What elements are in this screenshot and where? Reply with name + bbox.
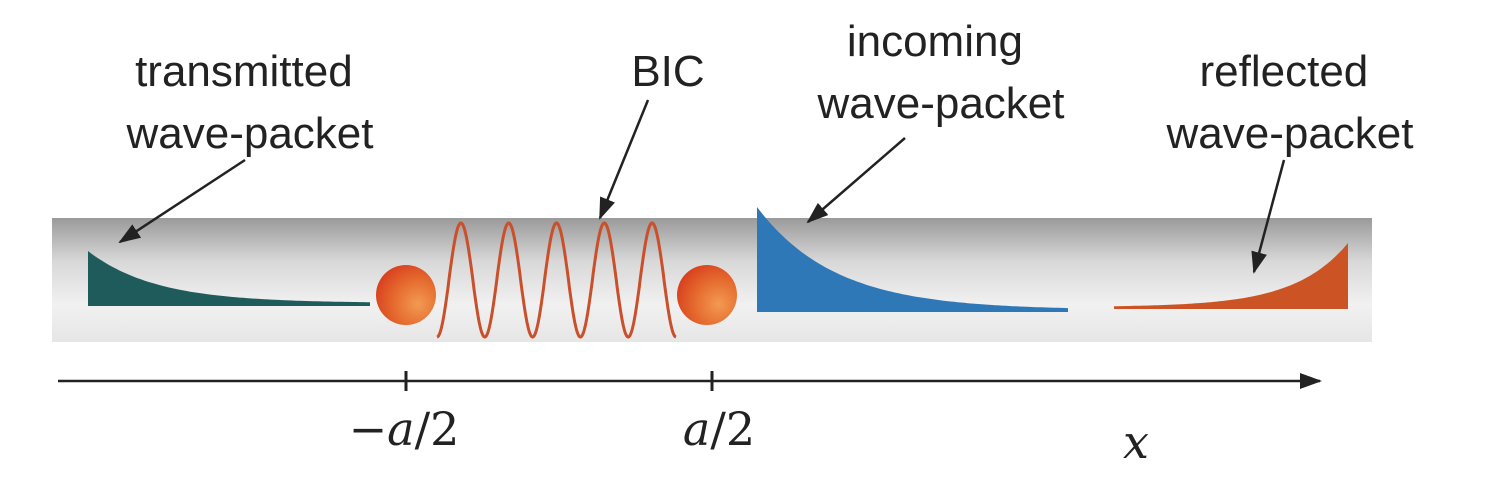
- bic-label: BIC: [631, 47, 704, 96]
- transmitted-pointer-arrow: [118, 158, 246, 244]
- reflected-pointer-arrow: [1251, 159, 1286, 274]
- incoming-pointer-arrow: [806, 137, 906, 224]
- reflected-label: reflected wave-packet: [1165, 47, 1413, 158]
- reflected-wave-packet: [1114, 243, 1348, 309]
- x-axis-label: x: [1123, 415, 1149, 469]
- left-scatterer: [376, 265, 436, 325]
- bic-wave: [436, 221, 677, 339]
- incoming-label: incoming wave-packet: [816, 17, 1064, 128]
- tick-label-minus-a-half: −a/2: [349, 402, 460, 456]
- transmitted-label: transmitted wave-packet: [125, 47, 373, 158]
- tick-label-a-half: a/2: [683, 402, 755, 456]
- bic-pointer-arrow: [598, 99, 650, 220]
- incoming-wave-packet: [757, 207, 1068, 312]
- transmitted-wave-packet: [88, 251, 370, 306]
- right-scatterer: [677, 265, 737, 325]
